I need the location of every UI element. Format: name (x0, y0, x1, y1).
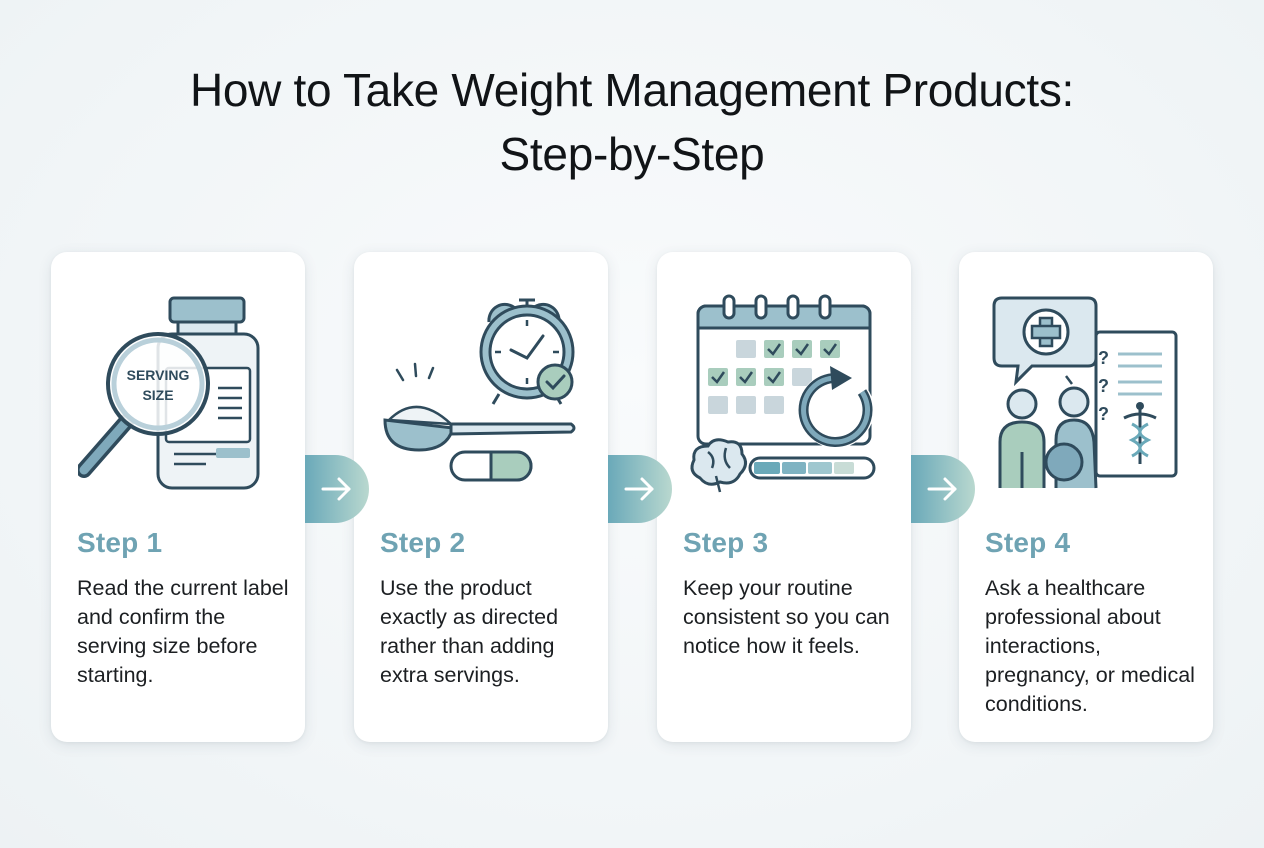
page-title: How to Take Weight Management Products: … (0, 58, 1264, 186)
serving-text: SERVING (127, 367, 190, 383)
healthcare-consultation-icon: ? ? ? (992, 296, 1178, 489)
step-label-3: Step 3 (683, 527, 769, 558)
question-mark-2: ? (1098, 376, 1109, 396)
step-card-4: ? ? ? Step 4 Ask a healthcare profession… (959, 252, 1213, 742)
step-description-3: Keep your routine consistent so you can … (683, 576, 890, 658)
alarm-clock-scoop-pill-icon (383, 298, 576, 482)
step-card-2: Step 2 Use the product exactly as direct… (354, 252, 608, 742)
connector-arrow-1 (305, 455, 369, 523)
step-description-4: Ask a healthcare professional about inte… (985, 576, 1195, 716)
connector-arrow-2 (608, 455, 672, 523)
step-description-2: Use the product exactly as directed rath… (380, 576, 559, 687)
question-mark-3: ? (1098, 404, 1109, 424)
step-card-1: SERVING SIZE Step 1 Read the current lab… (51, 252, 305, 742)
title-line-1: How to Take Weight Management Products: (189, 64, 1075, 116)
calendar-progress-icon (690, 294, 876, 493)
step-description-1: Read the current label and confirm the s… (77, 576, 289, 687)
step-card-3: Step 3 Keep your routine consistent so y… (657, 252, 911, 742)
step-label-1: Step 1 (77, 527, 163, 558)
title-line-2: Step-by-Step (499, 128, 765, 180)
bottle-magnifier-icon: SERVING SIZE (78, 296, 260, 490)
connector-arrow-3 (911, 455, 975, 523)
step-label-2: Step 2 (380, 527, 466, 558)
step-label-4: Step 4 (985, 527, 1071, 558)
question-mark-1: ? (1098, 348, 1109, 368)
size-text: SIZE (142, 387, 173, 403)
